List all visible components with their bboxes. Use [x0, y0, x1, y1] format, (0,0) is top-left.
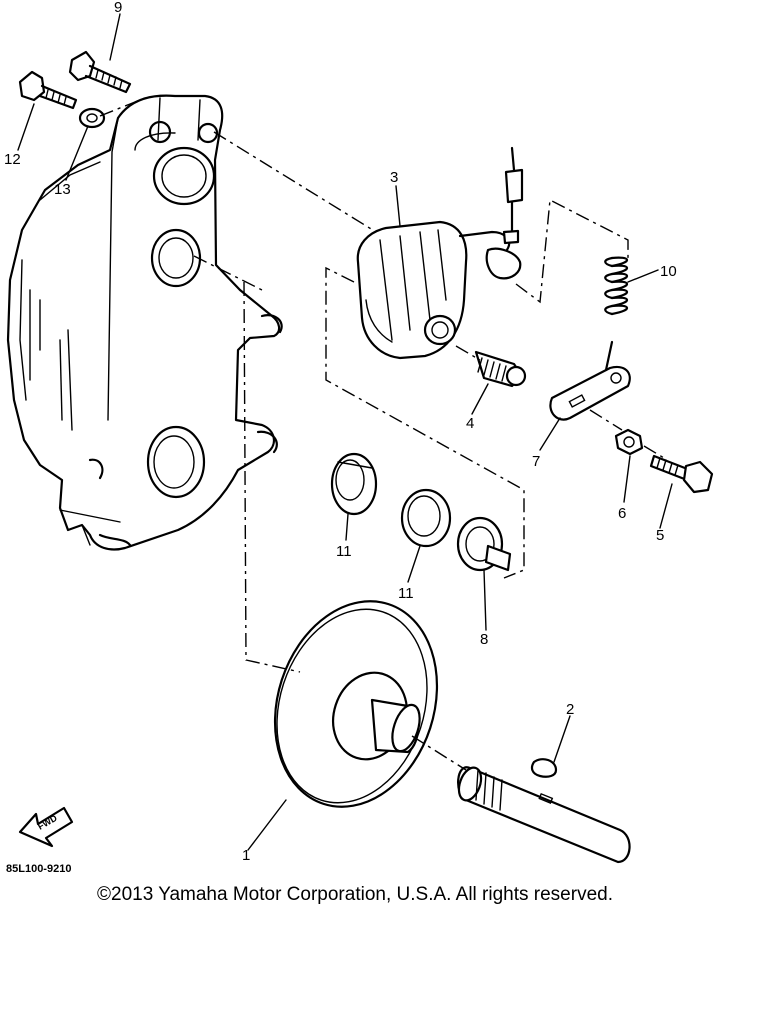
- lever-7: [549, 340, 631, 421]
- diagram-drawing: FWD 9 12 13 3 10 4 7 6 5 11 11 8 2 1 85L…: [4, 0, 714, 875]
- brake-cable-end: [502, 146, 524, 245]
- leader-lines: [17, 13, 673, 851]
- label-part-3: 3: [390, 169, 398, 186]
- shaft: [457, 766, 631, 864]
- label-part-9: 9: [114, 0, 122, 16]
- label-part-13: 13: [54, 181, 71, 198]
- pad-11b: [400, 488, 452, 548]
- fwd-arrow-icon: FWD: [18, 806, 74, 848]
- nut-6: [614, 428, 644, 456]
- brake-disc-1: [273, 600, 439, 808]
- label-part-11-a: 11: [336, 543, 352, 560]
- adjuster-4: [474, 350, 527, 388]
- label-part-4: 4: [466, 415, 474, 432]
- label-part-11-b: 11: [398, 585, 414, 602]
- piston-8: [456, 516, 512, 572]
- bolt-12: [18, 70, 78, 110]
- label-part-6: 6: [618, 505, 626, 522]
- label-part-12: 12: [4, 151, 21, 168]
- label-part-7: 7: [532, 453, 540, 470]
- label-part-8: 8: [480, 631, 488, 648]
- pad-11a: [330, 452, 378, 516]
- assembly-lines: [99, 95, 665, 771]
- housing-case: [6, 94, 283, 551]
- diagram-code: 85L100-9210: [6, 863, 71, 875]
- bolt-9: [68, 50, 132, 94]
- copyright-notice: ©2013 Yamaha Motor Corporation, U.S.A. A…: [97, 884, 613, 905]
- key-2: [530, 758, 558, 778]
- caliper-3: [356, 220, 522, 360]
- label-part-1: 1: [242, 847, 250, 864]
- part-labels: 9 12 13 3 10 4 7 6 5 11 11 8 2 1: [4, 0, 677, 864]
- washer-13: [78, 107, 106, 129]
- label-part-2: 2: [566, 701, 574, 718]
- spring-10: [604, 256, 629, 316]
- bolt-5: [649, 454, 714, 494]
- label-part-5: 5: [656, 527, 664, 544]
- label-part-10: 10: [660, 263, 677, 280]
